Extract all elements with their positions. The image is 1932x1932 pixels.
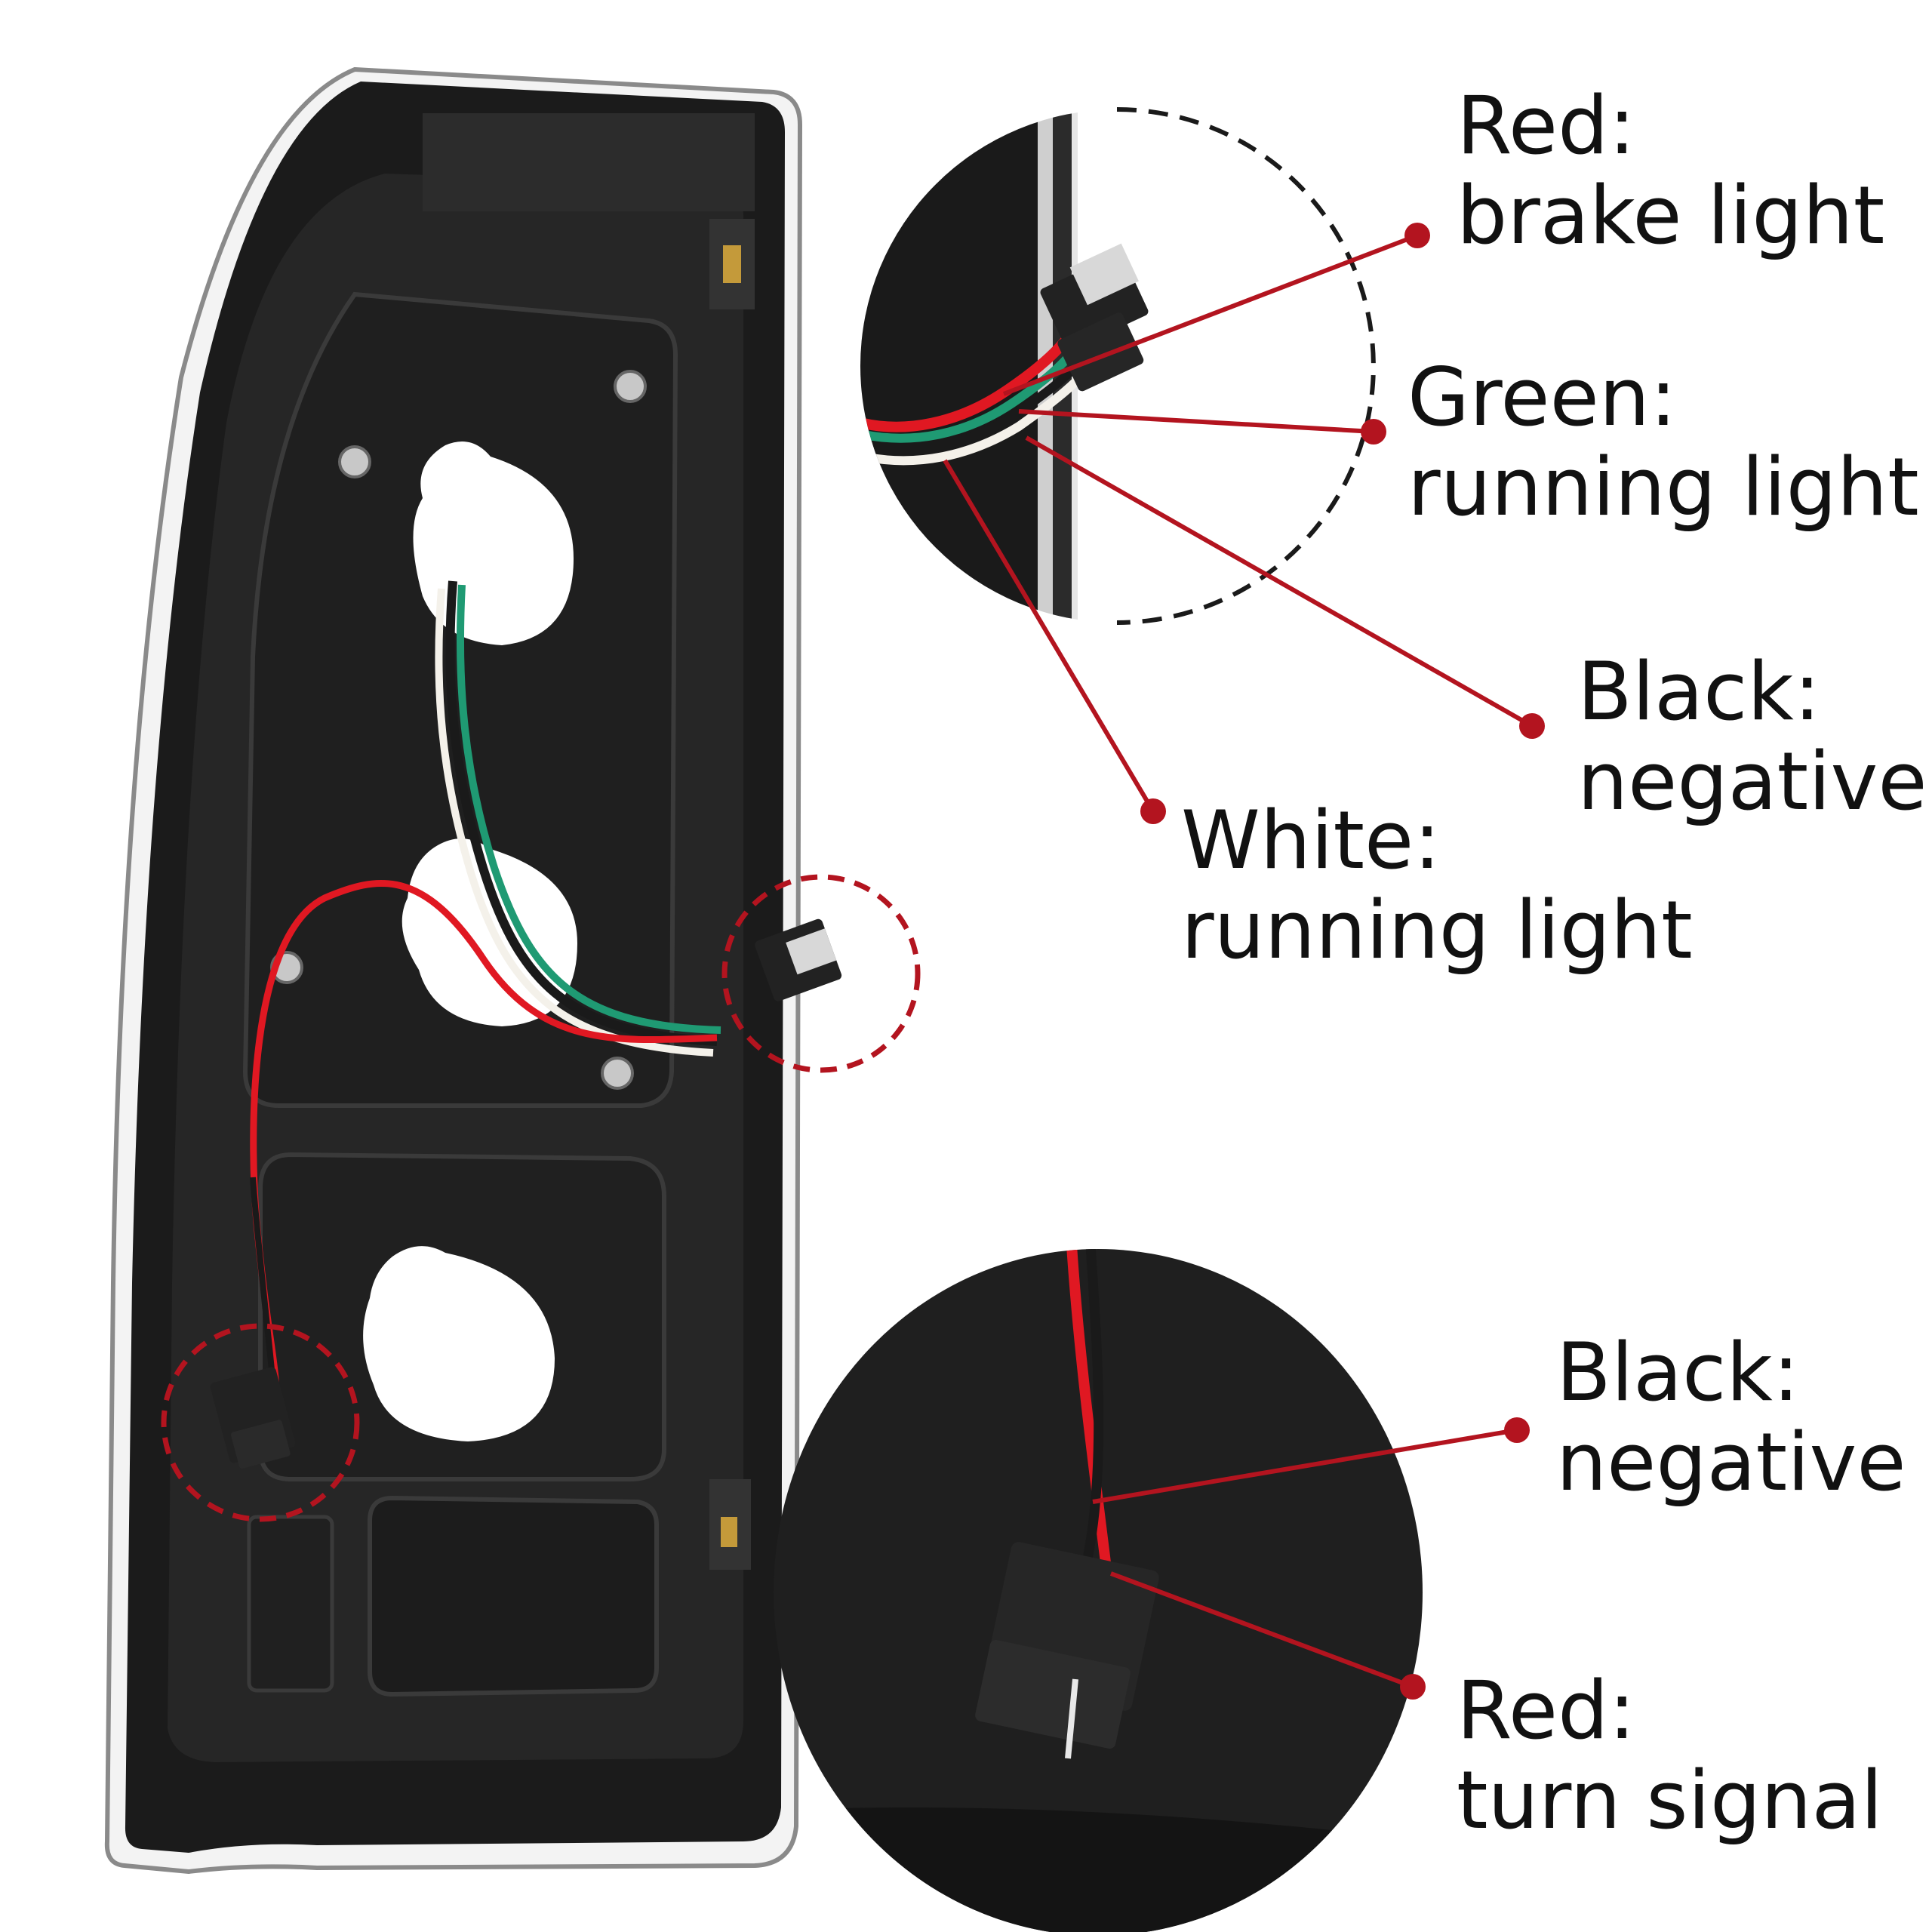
callout-dots xyxy=(1140,223,1545,1700)
label-red-brake: Red: brake light xyxy=(1457,79,1885,262)
callout-dot-red-brake xyxy=(1404,223,1430,248)
label-wire-function: turn signal xyxy=(1457,1753,1883,1847)
label-wire-function: running light xyxy=(1407,440,1919,534)
label-wire-name: Black: xyxy=(1577,645,1821,738)
label-wire-name: Black: xyxy=(1556,1326,1800,1419)
bottom-zoom-inset xyxy=(774,1249,1423,1932)
label-wire-function: negative xyxy=(1556,1415,1906,1509)
callout-dot-red-turn xyxy=(1400,1674,1426,1700)
callout-lines xyxy=(943,233,1534,1689)
top-zoom-inset xyxy=(860,107,1376,625)
callout-line-black-negative-top xyxy=(1025,435,1534,728)
callout-dot-green-running xyxy=(1361,419,1386,445)
label-wire-function: negative xyxy=(1577,734,1927,828)
callout-dot-black-negative-top xyxy=(1519,713,1545,739)
label-green-running: Green: running light xyxy=(1407,351,1919,534)
label-black-negative-bottom: Black: negative xyxy=(1556,1326,1906,1509)
highlight-circle-right xyxy=(721,874,921,1073)
label-black-negative-top: Black: negative xyxy=(1577,645,1927,828)
label-wire-function: brake light xyxy=(1457,168,1885,262)
highlight-circle-left xyxy=(161,1323,360,1522)
label-white-running: White: running light xyxy=(1181,794,1693,977)
label-wire-name: White: xyxy=(1181,794,1441,887)
callout-line-red-brake xyxy=(1002,233,1419,396)
callout-line-red-turn xyxy=(1109,1571,1414,1689)
callout-dot-black-negative-bottom xyxy=(1504,1417,1530,1443)
label-wire-name: Green: xyxy=(1407,351,1677,444)
label-wire-name: Red: xyxy=(1457,1664,1636,1757)
callout-line-black-negative-bottom xyxy=(1092,1428,1518,1504)
callout-dot-white-running xyxy=(1140,798,1166,824)
label-red-turn: Red: turn signal xyxy=(1457,1666,1883,1845)
label-wire-function: running light xyxy=(1181,883,1693,977)
callout-line-green-running xyxy=(1018,409,1374,434)
callout-line-white-running xyxy=(943,459,1155,813)
tail-light-housing xyxy=(104,66,921,1875)
label-wire-name: Red: xyxy=(1457,79,1636,172)
